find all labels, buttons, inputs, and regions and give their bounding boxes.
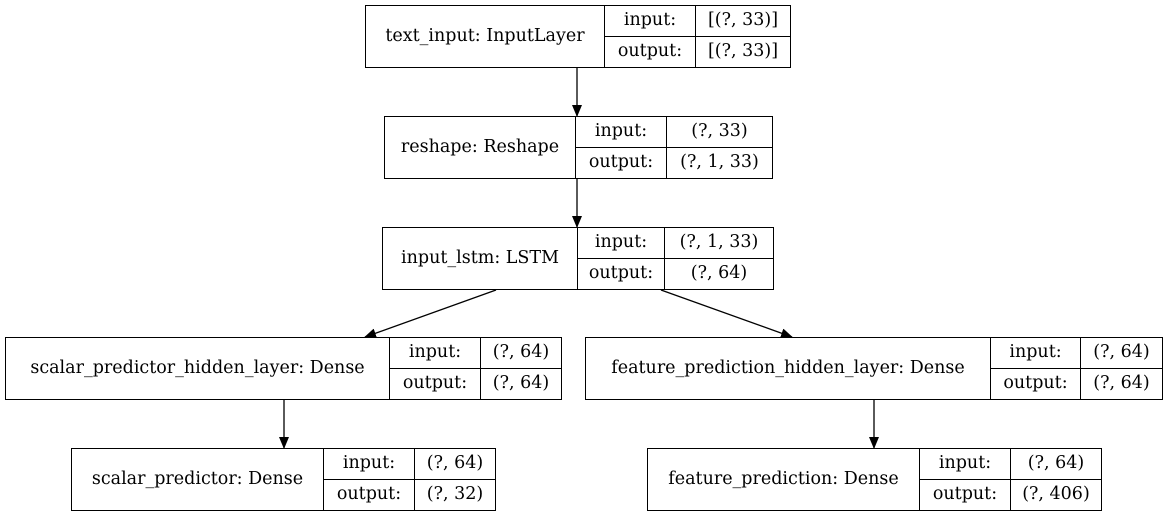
node-scalar-predictor: scalar_predictor: Dense input: output: (… bbox=[71, 448, 496, 511]
input-label: input: bbox=[991, 338, 1080, 369]
output-label: output: bbox=[336, 484, 402, 505]
io-values: (?, 33) (?, 1, 33) bbox=[667, 117, 772, 178]
io-values: (?, 64) (?, 32) bbox=[415, 449, 495, 510]
io-values: (?, 64) (?, 64) bbox=[481, 338, 561, 399]
io-values: (?, 64) (?, 64) bbox=[1081, 338, 1162, 399]
node-name: text_input: InputLayer bbox=[366, 6, 605, 67]
io-labels: input: output: bbox=[605, 6, 696, 67]
io-values: (?, 64) (?, 406) bbox=[1011, 449, 1101, 510]
input-label: input: bbox=[324, 449, 414, 480]
node-name: scalar_predictor: Dense bbox=[72, 449, 324, 510]
input-label: input: bbox=[578, 228, 664, 259]
output-shape: (?, 64) bbox=[492, 373, 550, 394]
input-label: input: bbox=[605, 6, 695, 37]
node-name: reshape: Reshape bbox=[385, 117, 576, 178]
input-shape: [(?, 33)] bbox=[696, 6, 790, 37]
output-shape: (?, 64) bbox=[690, 263, 748, 284]
output-label: output: bbox=[932, 484, 998, 505]
input-shape: (?, 1, 33) bbox=[665, 228, 773, 259]
io-values: [(?, 33)] [(?, 33)] bbox=[696, 6, 790, 67]
node-text-input: text_input: InputLayer input: output: [(… bbox=[365, 5, 791, 68]
node-reshape: reshape: Reshape input: output: (?, 33) … bbox=[384, 116, 773, 179]
input-label: input: bbox=[576, 117, 666, 148]
node-feature-prediction-hidden-layer: feature_prediction_hidden_layer: Dense i… bbox=[585, 337, 1163, 400]
input-label: input: bbox=[920, 449, 1010, 480]
node-scalar-predictor-hidden-layer: scalar_predictor_hidden_layer: Dense inp… bbox=[5, 337, 562, 400]
output-shape: [(?, 33)] bbox=[707, 41, 779, 62]
edge-arrow bbox=[364, 289, 497, 338]
output-shape: (?, 1, 33) bbox=[680, 152, 759, 173]
output-label: output: bbox=[588, 152, 654, 173]
edge-arrow bbox=[660, 289, 793, 338]
io-labels: input: output: bbox=[390, 338, 481, 399]
node-name: feature_prediction: Dense bbox=[648, 449, 920, 510]
output-shape: (?, 406) bbox=[1022, 484, 1090, 505]
io-labels: input: output: bbox=[991, 338, 1081, 399]
input-shape: (?, 64) bbox=[481, 338, 561, 369]
io-labels: input: output: bbox=[578, 228, 665, 289]
io-values: (?, 1, 33) (?, 64) bbox=[665, 228, 773, 289]
input-shape: (?, 33) bbox=[667, 117, 772, 148]
node-name: input_lstm: LSTM bbox=[383, 228, 578, 289]
input-shape: (?, 64) bbox=[415, 449, 495, 480]
io-labels: input: output: bbox=[576, 117, 667, 178]
node-input-lstm: input_lstm: LSTM input: output: (?, 1, 3… bbox=[382, 227, 774, 290]
input-shape: (?, 64) bbox=[1011, 449, 1101, 480]
io-labels: input: output: bbox=[920, 449, 1011, 510]
output-shape: (?, 32) bbox=[426, 484, 484, 505]
input-label: input: bbox=[390, 338, 480, 369]
node-name: scalar_predictor_hidden_layer: Dense bbox=[6, 338, 390, 399]
output-label: output: bbox=[588, 263, 654, 284]
node-name: feature_prediction_hidden_layer: Dense bbox=[586, 338, 991, 399]
output-shape: (?, 64) bbox=[1093, 373, 1150, 394]
input-shape: (?, 64) bbox=[1081, 338, 1162, 369]
node-feature-prediction: feature_prediction: Dense input: output:… bbox=[647, 448, 1102, 511]
io-labels: input: output: bbox=[324, 449, 415, 510]
output-label: output: bbox=[1003, 373, 1068, 394]
output-label: output: bbox=[402, 373, 468, 394]
output-label: output: bbox=[617, 41, 683, 62]
